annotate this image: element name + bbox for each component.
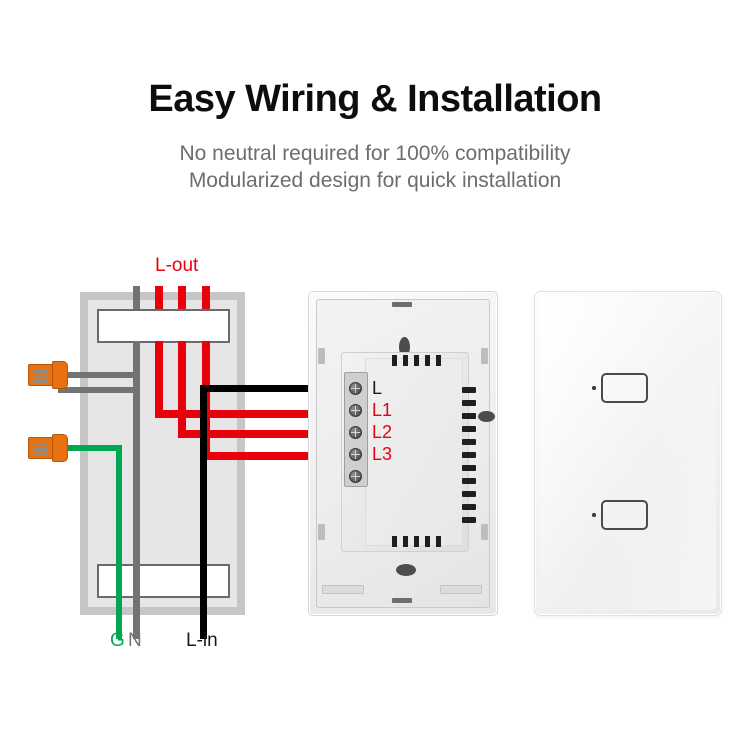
plate-oval-bottom — [396, 564, 416, 576]
terminal-label-L2: L2 — [372, 422, 393, 442]
page-title: Easy Wiring & Installation — [148, 78, 602, 120]
module-vent-side — [462, 491, 476, 497]
ground-wire-horizontal — [67, 445, 122, 451]
neutral-pigtail-upper — [58, 372, 136, 378]
terminal-screw-L2[interactable] — [349, 426, 362, 439]
neutral-wire-trunk — [133, 341, 140, 611]
wire-nut-ridge — [33, 370, 48, 373]
wire-nut-ridge — [33, 375, 48, 378]
terminal-screw-L1[interactable] — [349, 404, 362, 417]
module-vent-side — [462, 517, 476, 523]
plate-tab-bottom-right — [440, 585, 482, 594]
module-vent-side — [462, 504, 476, 510]
led-indicator-bottom — [592, 513, 596, 517]
plate-notch-right-lower — [481, 524, 488, 540]
terminal-block-top — [97, 309, 230, 343]
terminal-screw-spare[interactable] — [349, 470, 362, 483]
neutral-wire-top-stub — [133, 286, 140, 312]
subtitle-line-2: Modularized design for quick installatio… — [188, 169, 562, 192]
terminal-label-L: L — [372, 378, 383, 398]
module-vent-side — [462, 439, 476, 445]
module-vent-side — [462, 426, 476, 432]
touch-key-top[interactable] — [601, 373, 648, 403]
lout-wire-2-vertical — [178, 341, 186, 438]
module-vent-top — [392, 355, 397, 366]
plate-oval-top — [399, 337, 410, 357]
label-ground: G — [110, 630, 125, 651]
module-vent-bottom — [436, 536, 441, 547]
lout-wire-1-stub — [155, 286, 163, 312]
terminal-label-L3: L3 — [372, 444, 393, 464]
label-line-in: L-in — [186, 630, 218, 651]
module-vent-top — [414, 355, 419, 366]
label-neutral: N — [128, 630, 142, 651]
wire-nut-ridge — [33, 448, 48, 451]
wire-nut-cap — [52, 434, 68, 462]
terminal-screw-L3[interactable] — [349, 448, 362, 461]
lout-wire-3-stub — [202, 286, 210, 312]
module-vent-top — [403, 355, 408, 366]
plate-notch-left-upper — [318, 348, 325, 364]
wire-nut-cap — [52, 361, 68, 389]
module-vent-bottom — [392, 536, 397, 547]
lout-wire-2-stub — [178, 286, 186, 312]
module-vent-bottom — [425, 536, 430, 547]
module-vent-bottom — [414, 536, 419, 547]
wire-nut-ridge — [33, 453, 48, 456]
subtitle-line-1: No neutral required for 100% compatibili… — [179, 142, 571, 165]
module-vent-bottom — [403, 536, 408, 547]
terminal-label-L1: L1 — [372, 400, 393, 420]
module-vent-side — [462, 465, 476, 471]
wiring-diagram: L-out — [0, 0, 350, 750]
neutral-pigtail-lower — [58, 387, 136, 393]
line-in-wire-vertical — [200, 388, 207, 610]
module-vent-side — [462, 452, 476, 458]
plate-notch-right-upper — [481, 348, 488, 364]
led-indicator-top — [592, 386, 596, 390]
plate-slot-top — [392, 302, 412, 307]
module-vent-side — [462, 413, 476, 419]
lout-wire-3-horizontal — [202, 452, 350, 460]
plate-slot-bottom — [392, 598, 412, 603]
terminal-screw-L[interactable] — [349, 382, 362, 395]
neutral-wire-bottom-stub — [133, 609, 140, 639]
plate-tab-bottom-left — [322, 585, 364, 594]
module-vent-top — [436, 355, 441, 366]
module-vent-top — [425, 355, 430, 366]
plate-notch-left-lower — [318, 524, 325, 540]
lout-wire-2-horizontal — [178, 430, 350, 438]
lout-wire-1-vertical — [155, 341, 163, 418]
wire-nut-ridge — [33, 443, 48, 446]
lout-wire-1-horizontal — [155, 410, 350, 418]
line-in-wire-horizontal — [200, 385, 350, 392]
module-vent-side — [462, 478, 476, 484]
wire-nut-ridge — [33, 380, 48, 383]
line-in-wire-bottom-stub — [200, 605, 207, 639]
module-vent-side — [462, 387, 476, 393]
label-l-out: L-out — [155, 255, 199, 276]
glass-faceplate — [534, 291, 722, 616]
touch-key-bottom[interactable] — [601, 500, 648, 530]
ground-wire-vertical — [116, 445, 122, 639]
module-oval-right — [478, 411, 495, 422]
module-vent-side — [462, 400, 476, 406]
